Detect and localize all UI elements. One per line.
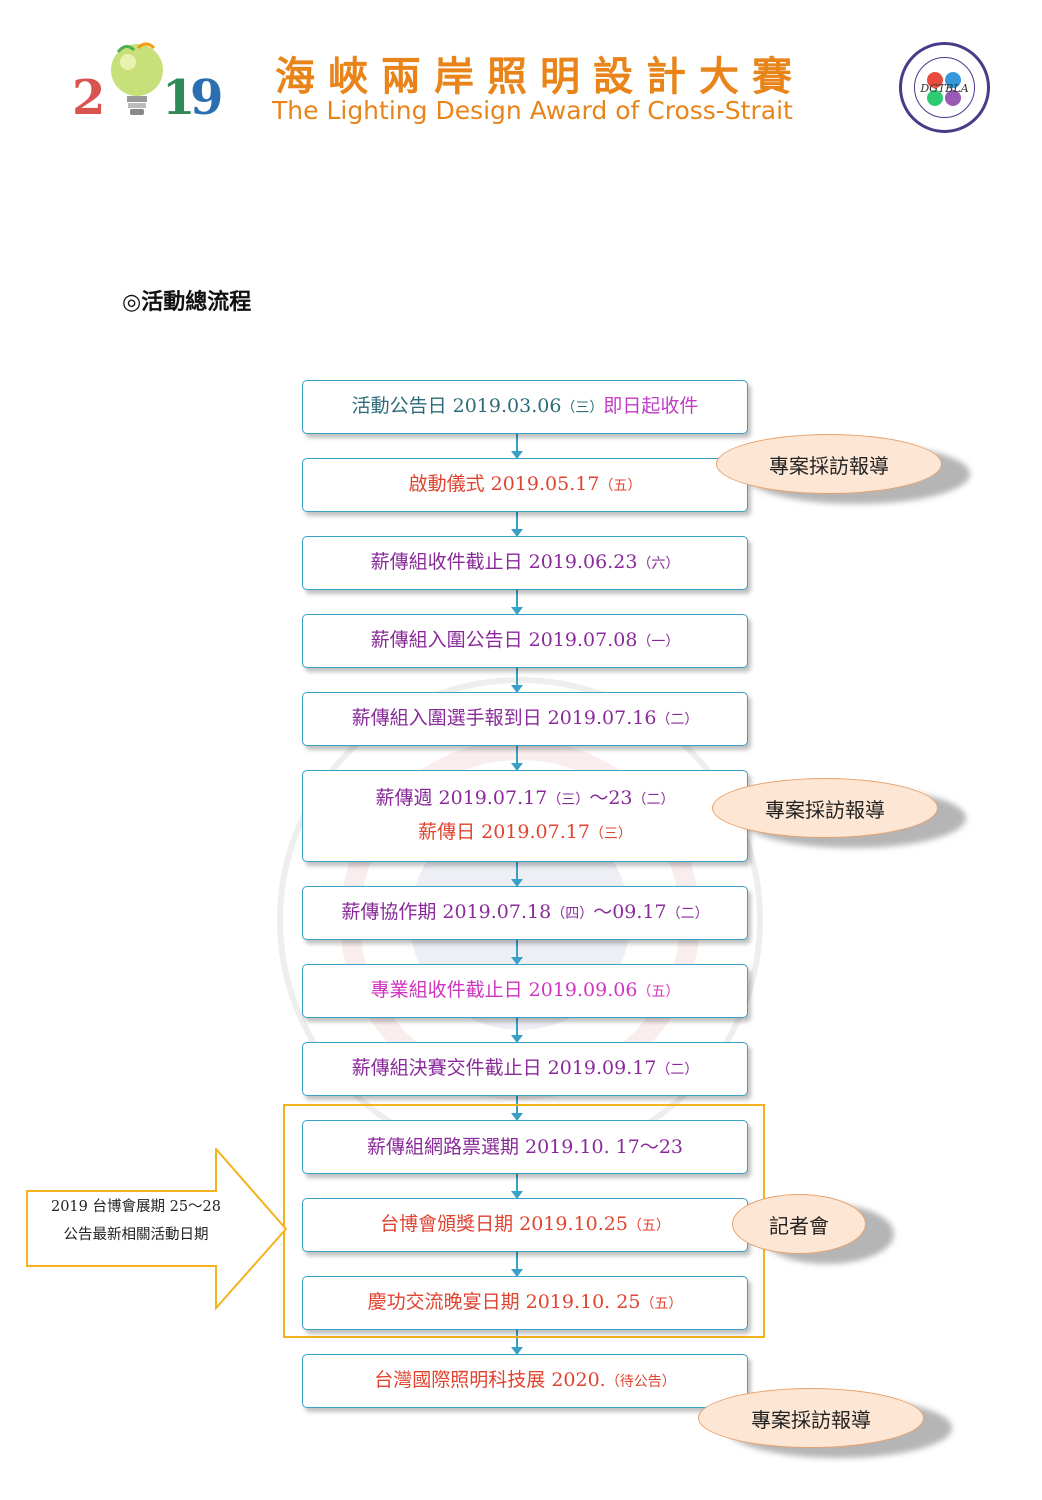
callout-text: 2019 台博會展期 25～28 公告最新相關活動日期: [30, 1193, 242, 1249]
flow-step-kickoff: 啟動儀式 2019.05.17（五）: [302, 458, 748, 512]
flow-arrow: [511, 1250, 523, 1277]
flow-arrow: [511, 1328, 523, 1355]
flow-step-heritage-week: 薪傳週 2019.07.17（三）～23（二） 薪傳日 2019.07.17（三…: [302, 770, 748, 862]
title-english: The Lighting Design Award of Cross-Strai…: [272, 96, 793, 125]
svg-text:DGTBLA: DGTBLA: [919, 82, 968, 95]
flow-step-celebration-banquet: 慶功交流晚宴日期 2019.10. 25（五）: [302, 1276, 748, 1330]
flow-arrow: [511, 1172, 523, 1199]
section-title: ◎活動總流程: [122, 290, 252, 315]
title-chinese: 海峽兩岸照明設計大賽: [275, 54, 805, 100]
flow-arrow: [511, 666, 523, 693]
flow-step-submission-deadline: 薪傳組收件截止日 2019.06.23（六）: [302, 536, 748, 590]
flow-arrow: [511, 432, 523, 459]
flow-step-award-ceremony: 台博會頒獎日期 2019.10.25（五）: [302, 1198, 748, 1252]
lightbulb-icon: [111, 42, 163, 115]
callout-line-1: 2019 台博會展期 25～28: [50, 1199, 222, 1215]
flow-step-finalist-announcement: 薪傳組入圍公告日 2019.07.08（一）: [302, 614, 748, 668]
contest-logo: 2 1 9: [72, 40, 232, 130]
interview-oval: 專案採訪報導: [716, 434, 942, 494]
logo-digit-2: 2: [72, 70, 106, 126]
interview-oval: 專案採訪報導: [712, 778, 938, 838]
flow-step-lighting-expo: 台灣國際照明科技展 2020.（待公告）: [302, 1354, 748, 1408]
flow-arrow: [511, 588, 523, 615]
flow-arrow: [511, 938, 523, 965]
flow-step-final-deadline: 薪傳組決賽交件截止日 2019.09.17（二）: [302, 1042, 748, 1096]
flow-step-collaboration-period: 薪傳協作期 2019.07.18（四）～09.17（二）: [302, 886, 748, 940]
flow-arrow: [511, 1094, 523, 1121]
flow-step-finalist-checkin: 薪傳組入圍選手報到日 2019.07.16（二）: [302, 692, 748, 746]
logo-digit-9: 9: [190, 70, 224, 126]
flow-step-pro-deadline: 專業組收件截止日 2019.09.06（五）: [302, 964, 748, 1018]
press-conference-oval: 記者會: [732, 1194, 866, 1254]
flow-arrow: [511, 1016, 523, 1043]
flow-step-online-voting: 薪傳組網路票選期 2019.10. 17～23: [302, 1120, 748, 1174]
callout-arrow-shape: [26, 1148, 288, 1310]
flow-arrow: [511, 510, 523, 537]
interview-oval: 專案採訪報導: [698, 1388, 924, 1448]
flow-arrow: [511, 860, 523, 887]
logo-digit-1: 1: [162, 70, 196, 126]
association-seal-logo: DGTBLA: [899, 42, 990, 133]
flow-step-announcement: 活動公告日 2019.03.06（三）即日起收件: [302, 380, 748, 434]
flow-arrow: [511, 744, 523, 771]
callout-line-2: 公告最新相關活動日期: [63, 1227, 209, 1243]
